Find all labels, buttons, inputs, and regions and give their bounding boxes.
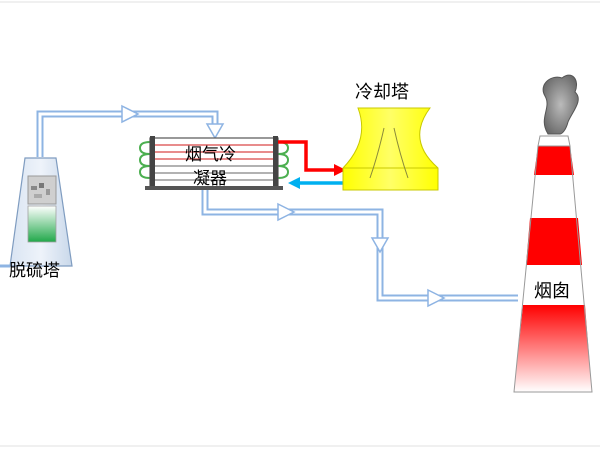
flue-gas-condenser: 烟气冷 凝器 <box>138 136 290 190</box>
cooling-tower-label: 冷却塔 <box>355 82 409 103</box>
flow-pipe-tower-to-condenser <box>36 104 225 157</box>
condenser-label-line1: 烟气冷 <box>185 145 236 165</box>
condenser-label-line2: 凝器 <box>193 169 227 189</box>
chimney: 烟囱 <box>513 135 593 393</box>
cooling-tower: 冷却塔 <box>342 82 439 191</box>
desulfurization-tower-label: 脱硫塔 <box>9 261 60 281</box>
hot-water-pipe <box>278 140 346 176</box>
chimney-label: 烟囱 <box>534 281 570 302</box>
flow-pipe-condenser-to-chimney <box>201 188 518 308</box>
cold-water-pipe <box>288 177 348 189</box>
desulfurization-tower: 脱硫塔 <box>0 157 73 281</box>
chimney-smoke <box>542 74 579 135</box>
